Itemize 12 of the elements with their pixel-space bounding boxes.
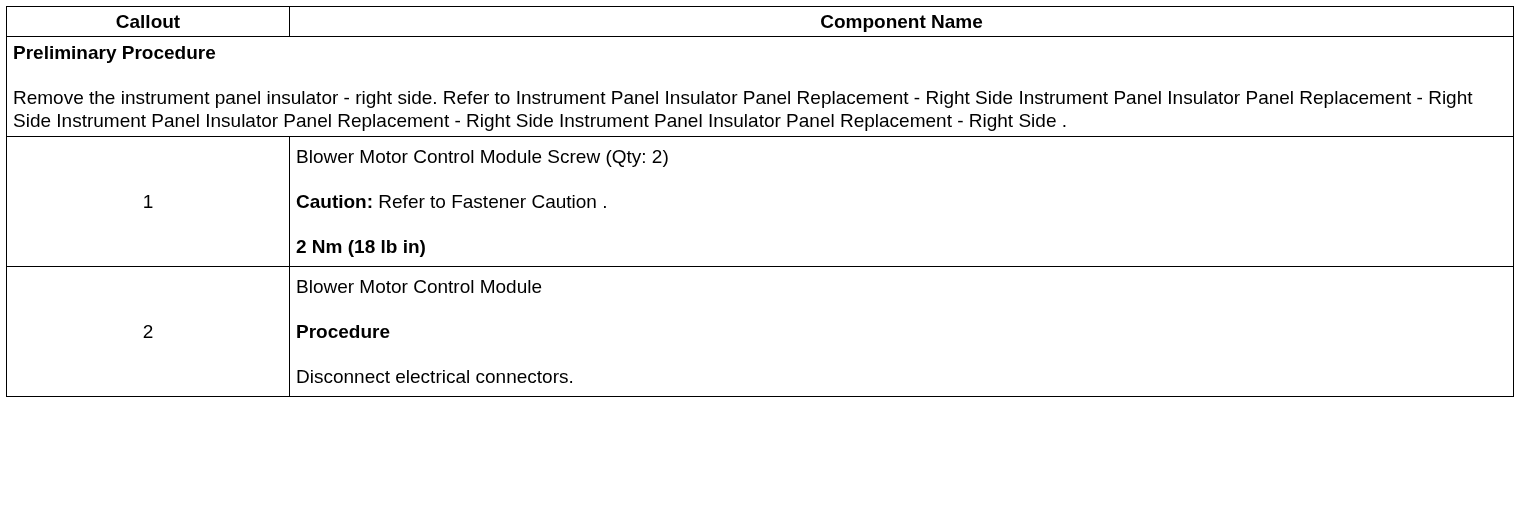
- section-heading: Preliminary Procedure: [13, 41, 217, 64]
- instruction-text: Remove the instrument panel insulator - right side. Refer to Instrument Panel Insulator Panel Replacement - Right Side Instrument Panel Insulator Panel Replacement - Right Side Instrument Panel Insulator Panel Replacement - Right Side Instrument Panel Insulator Panel Replacement - Right Side .: [13, 86, 1474, 132]
- procedure-heading: Procedure: [296, 320, 391, 343]
- column-header: Callout: [6, 6, 290, 37]
- torque-spec: 2 Nm (18 lb in): [296, 235, 427, 258]
- caution-note: Caution: Refer to Fastener Caution .: [296, 190, 609, 213]
- procedure-step: Disconnect electrical connectors.: [296, 365, 1507, 388]
- component-name: Blower Motor Control Module: [296, 275, 544, 298]
- column-header: Component Name: [289, 6, 1514, 37]
- component-name: Blower Motor Control Module Screw (Qty: 2): [296, 145, 670, 168]
- callout-number: 2: [142, 321, 154, 342]
- callout-number: 1: [142, 191, 154, 212]
